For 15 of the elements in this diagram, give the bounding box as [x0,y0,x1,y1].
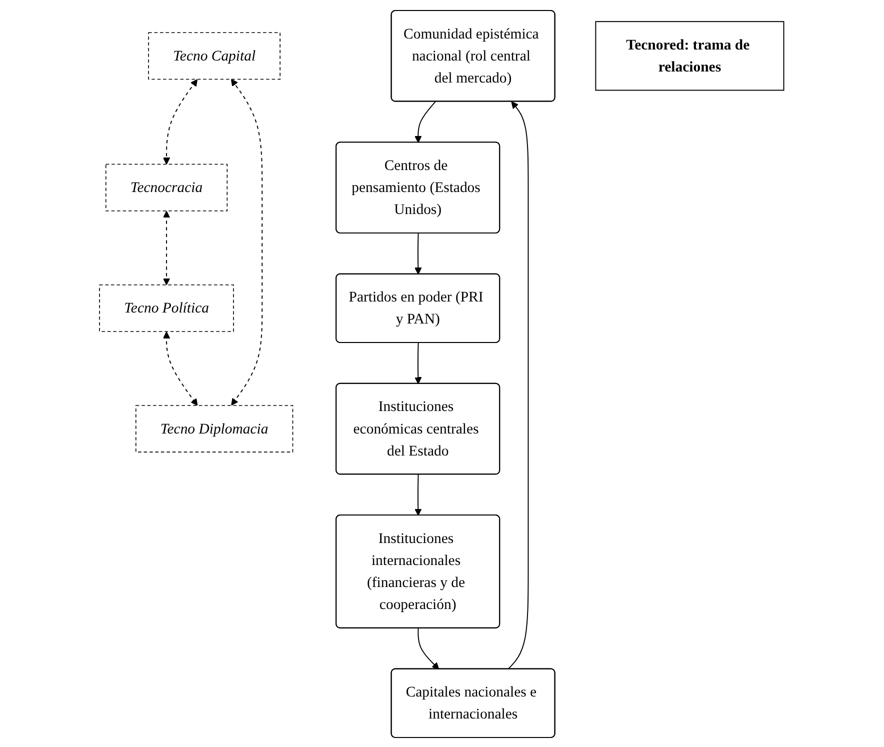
arrow [414,232,422,274]
node-box: Tecno Diplomacia [136,404,294,452]
arrow [163,210,170,285]
arrow [163,78,198,164]
arrow [414,342,422,384]
arrow [163,330,198,406]
arrow [414,100,436,142]
arrow [414,474,422,516]
node-box: Tecnored: trama de relaciones [596,20,785,90]
node-box: Tecno Política [99,284,234,332]
node-box: Tecnocracia [106,163,228,211]
arrow [418,627,440,669]
arrow [231,78,263,406]
node-box: Tecno Capital [148,32,281,80]
arrow [508,100,530,670]
